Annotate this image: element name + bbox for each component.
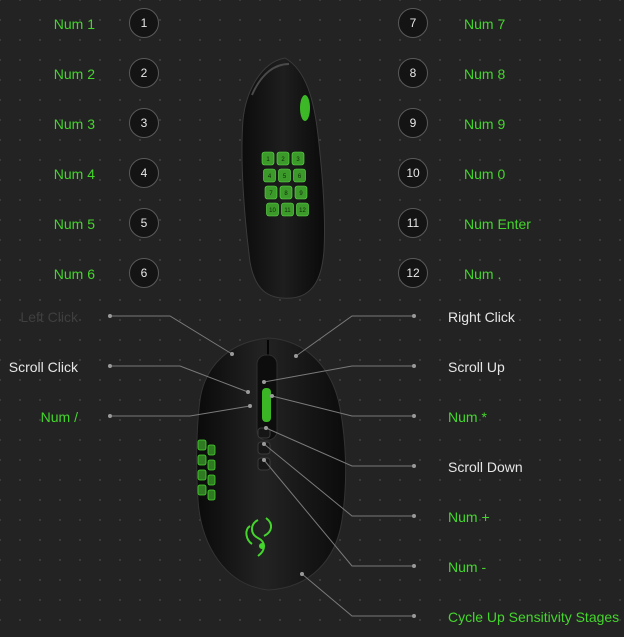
label-num-7: Num 7 bbox=[464, 16, 506, 32]
side-key-12 bbox=[296, 202, 309, 217]
button-badge-8[interactable]: 8 bbox=[398, 58, 428, 88]
button-badge-4[interactable]: 4 bbox=[129, 158, 159, 188]
side-key-9 bbox=[294, 185, 308, 200]
side-key-1 bbox=[261, 151, 275, 166]
button-badge-12[interactable]: 12 bbox=[398, 258, 428, 288]
side-key-label-12: 12 bbox=[299, 208, 306, 214]
label-num-plus: Num + bbox=[448, 509, 490, 525]
button-badge-1[interactable]: 1 bbox=[129, 8, 159, 38]
button-badge-10[interactable]: 10 bbox=[398, 158, 428, 188]
label-num-dot: Num . bbox=[464, 266, 502, 282]
side-key-label-5: 5 bbox=[283, 174, 287, 180]
label-right-click: Right Click bbox=[448, 309, 515, 325]
mouse-top-view bbox=[196, 337, 347, 591]
label-num-3: Num 3 bbox=[53, 116, 95, 132]
side-key-label-10: 10 bbox=[269, 208, 276, 214]
button-badge-2[interactable]: 2 bbox=[129, 58, 159, 88]
label-num-enter: Num Enter bbox=[464, 216, 531, 232]
side-key-label-8: 8 bbox=[284, 191, 288, 197]
label-num-8: Num 8 bbox=[464, 66, 506, 82]
side-key-2 bbox=[276, 151, 290, 166]
button-badge-5[interactable]: 5 bbox=[129, 208, 159, 238]
label-cycle-sensitivity: Cycle Up Sensitivity Stages bbox=[448, 609, 620, 625]
side-key-5 bbox=[278, 168, 291, 183]
button-badge-9[interactable]: 9 bbox=[398, 108, 428, 138]
side-key-10 bbox=[266, 202, 279, 217]
button-badge-6[interactable]: 6 bbox=[129, 258, 159, 288]
side-key-3 bbox=[291, 151, 305, 166]
button-badge-3[interactable]: 3 bbox=[129, 108, 159, 138]
connector-lines bbox=[110, 315, 414, 617]
label-num-minus: Num - bbox=[448, 559, 487, 575]
label-scroll-down: Scroll Down bbox=[448, 459, 523, 475]
button-badge-7[interactable]: 7 bbox=[398, 8, 428, 38]
button-badge-11[interactable]: 11 bbox=[398, 208, 428, 238]
side-key-label-7: 7 bbox=[269, 191, 273, 197]
side-key-label-9: 9 bbox=[299, 191, 303, 197]
side-key-label-2: 2 bbox=[281, 157, 285, 163]
label-scroll-up: Scroll Up bbox=[448, 359, 505, 375]
side-key-4 bbox=[263, 168, 276, 183]
label-left-click: Left Click bbox=[20, 309, 78, 325]
label-num-6: Num 6 bbox=[53, 266, 95, 282]
label-scroll-click: Scroll Click bbox=[8, 359, 78, 375]
label-num-2: Num 2 bbox=[53, 66, 95, 82]
label-num-9: Num 9 bbox=[464, 116, 506, 132]
label-num-0: Num 0 bbox=[464, 166, 506, 182]
label-num-1: Num 1 bbox=[53, 16, 95, 32]
label-num-5: Num 5 bbox=[53, 216, 95, 232]
side-key-label-4: 4 bbox=[268, 174, 272, 180]
side-key-8 bbox=[279, 185, 293, 200]
label-num-4: Num 4 bbox=[53, 166, 95, 182]
side-key-label-3: 3 bbox=[296, 157, 300, 163]
side-key-7 bbox=[264, 185, 278, 200]
side-key-label-6: 6 bbox=[298, 174, 302, 180]
side-key-6 bbox=[293, 168, 306, 183]
side-key-11 bbox=[281, 202, 294, 217]
label-num-multiply: Num * bbox=[448, 409, 487, 425]
label-num-divide: Num / bbox=[40, 409, 78, 425]
razer-logo-icon bbox=[245, 517, 272, 557]
side-key-label-1: 1 bbox=[266, 157, 270, 163]
side-key-label-11: 11 bbox=[284, 208, 291, 214]
